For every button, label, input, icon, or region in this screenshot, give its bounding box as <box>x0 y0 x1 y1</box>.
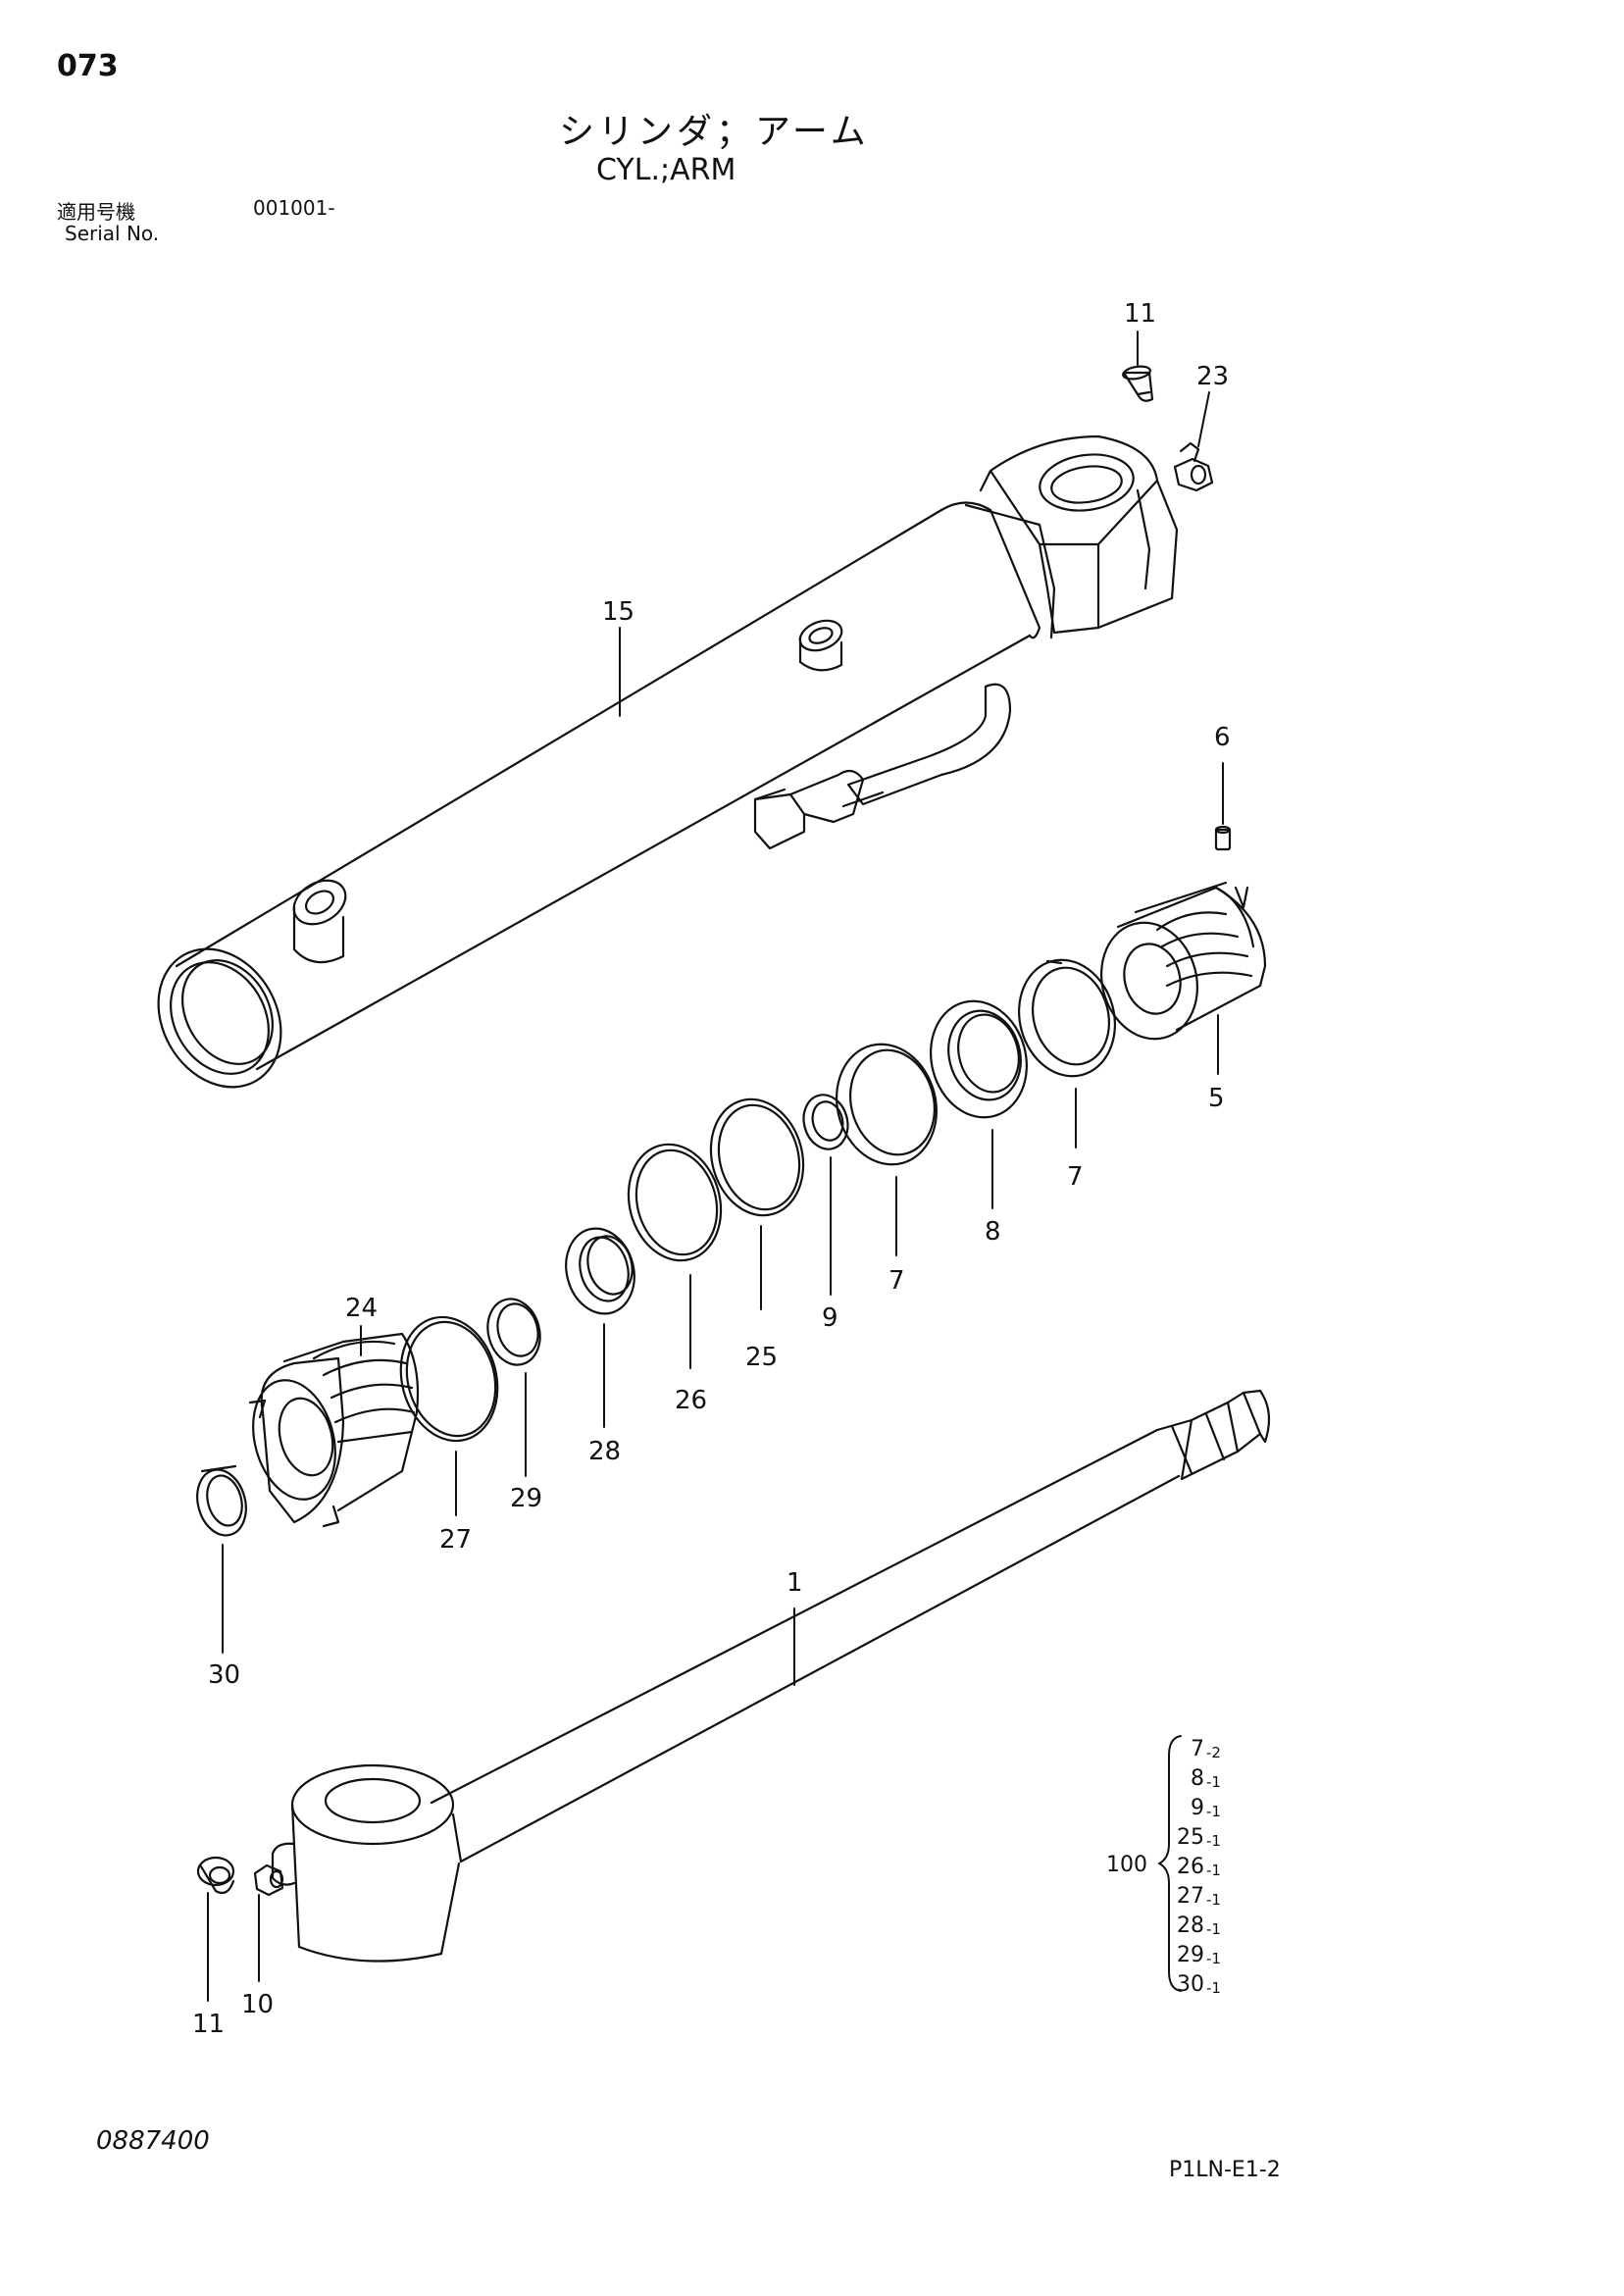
callout-23: 23 <box>1196 362 1229 391</box>
dust-cap-part <box>196 1856 235 1895</box>
ring-25 <box>709 1097 805 1217</box>
kit-item-part: 7 <box>1191 1737 1204 1761</box>
drawing-number: 0887400 <box>96 2126 210 2156</box>
kit-item-part: 29 <box>1177 1943 1204 1967</box>
title-japanese: シリンダ；アーム <box>559 112 870 152</box>
callout-29: 29 <box>510 1484 542 1513</box>
kit-item-part: 30 <box>1177 1972 1204 1997</box>
cylinder-tube-part <box>157 434 1179 1089</box>
seal-ring-8 <box>930 999 1028 1119</box>
kit-bracket <box>1158 1735 1182 1992</box>
kit-label: 100 <box>1106 1853 1147 1877</box>
kit-item-part: 28 <box>1177 1913 1204 1938</box>
kit-item-part: 8 <box>1191 1766 1204 1791</box>
serial-label-japanese: 適用号機 <box>57 200 135 224</box>
bushing-28 <box>565 1227 635 1315</box>
page-number: 073 <box>57 49 119 83</box>
ring-26 <box>627 1143 723 1262</box>
grease-nipple-part <box>1122 365 1154 402</box>
callout-8: 8 <box>985 1217 1001 1247</box>
piston-part <box>1100 881 1267 1041</box>
callout-30: 30 <box>208 1660 240 1690</box>
callout-24: 24 <box>345 1294 378 1323</box>
kit-item-qty: -1 <box>1206 1920 1221 1938</box>
oring-9 <box>802 1094 849 1150</box>
ring-29 <box>486 1298 541 1366</box>
seal-ring-7a <box>1018 958 1116 1078</box>
callout-11: 11 <box>192 2010 225 2039</box>
callout-5: 5 <box>1208 1084 1225 1113</box>
kit-item-qty: -1 <box>1206 1979 1221 1997</box>
callout-11: 11 <box>1124 299 1156 329</box>
callout-9: 9 <box>822 1303 838 1333</box>
callout-1: 1 <box>787 1568 803 1598</box>
kit-item-qty: -1 <box>1206 1773 1221 1791</box>
serial-value: 001001- <box>253 196 335 220</box>
rod-cover-part <box>248 1332 420 1528</box>
callout-28: 28 <box>588 1437 621 1466</box>
callout-15: 15 <box>602 597 634 627</box>
callout-7: 7 <box>1067 1162 1084 1192</box>
grease-fitting-part <box>1173 441 1214 492</box>
sheet-code: P1LN-E1-2 <box>1169 2158 1281 2182</box>
repair-kit-list: 100 7 -2 8 -1 9 -1 25 -1 26 -1 27 -1 28 … <box>1106 1737 1221 1997</box>
seal-ring-7b <box>836 1043 938 1166</box>
serial-label-english: Serial No. <box>65 222 160 245</box>
kit-item-part: 27 <box>1177 1884 1204 1909</box>
set-screw-part <box>1214 825 1232 851</box>
kit-item-qty: -1 <box>1206 1803 1221 1820</box>
leader-lines <box>207 331 1224 2002</box>
callout-26: 26 <box>675 1386 707 1415</box>
ring-27 <box>399 1315 499 1443</box>
kit-item-part: 9 <box>1191 1796 1204 1820</box>
callout-10: 10 <box>241 1990 274 2019</box>
kit-item-qty: -1 <box>1206 1832 1221 1850</box>
kit-item-qty: -1 <box>1206 1950 1221 1967</box>
kit-item-part: 25 <box>1177 1825 1204 1850</box>
kit-item-part: 26 <box>1177 1855 1204 1879</box>
title-english: CYL.;ARM <box>596 153 736 187</box>
callout-27: 27 <box>439 1525 472 1555</box>
kit-item-qty: -1 <box>1206 1891 1221 1909</box>
kit-item-qty: -1 <box>1206 1862 1221 1879</box>
callout-25: 25 <box>745 1343 778 1372</box>
grease-fitting-part-10 <box>253 1863 284 1897</box>
ring-30 <box>196 1464 247 1537</box>
callout-6: 6 <box>1214 723 1231 752</box>
kit-item-qty: -2 <box>1206 1744 1221 1761</box>
callout-7: 7 <box>888 1266 905 1296</box>
